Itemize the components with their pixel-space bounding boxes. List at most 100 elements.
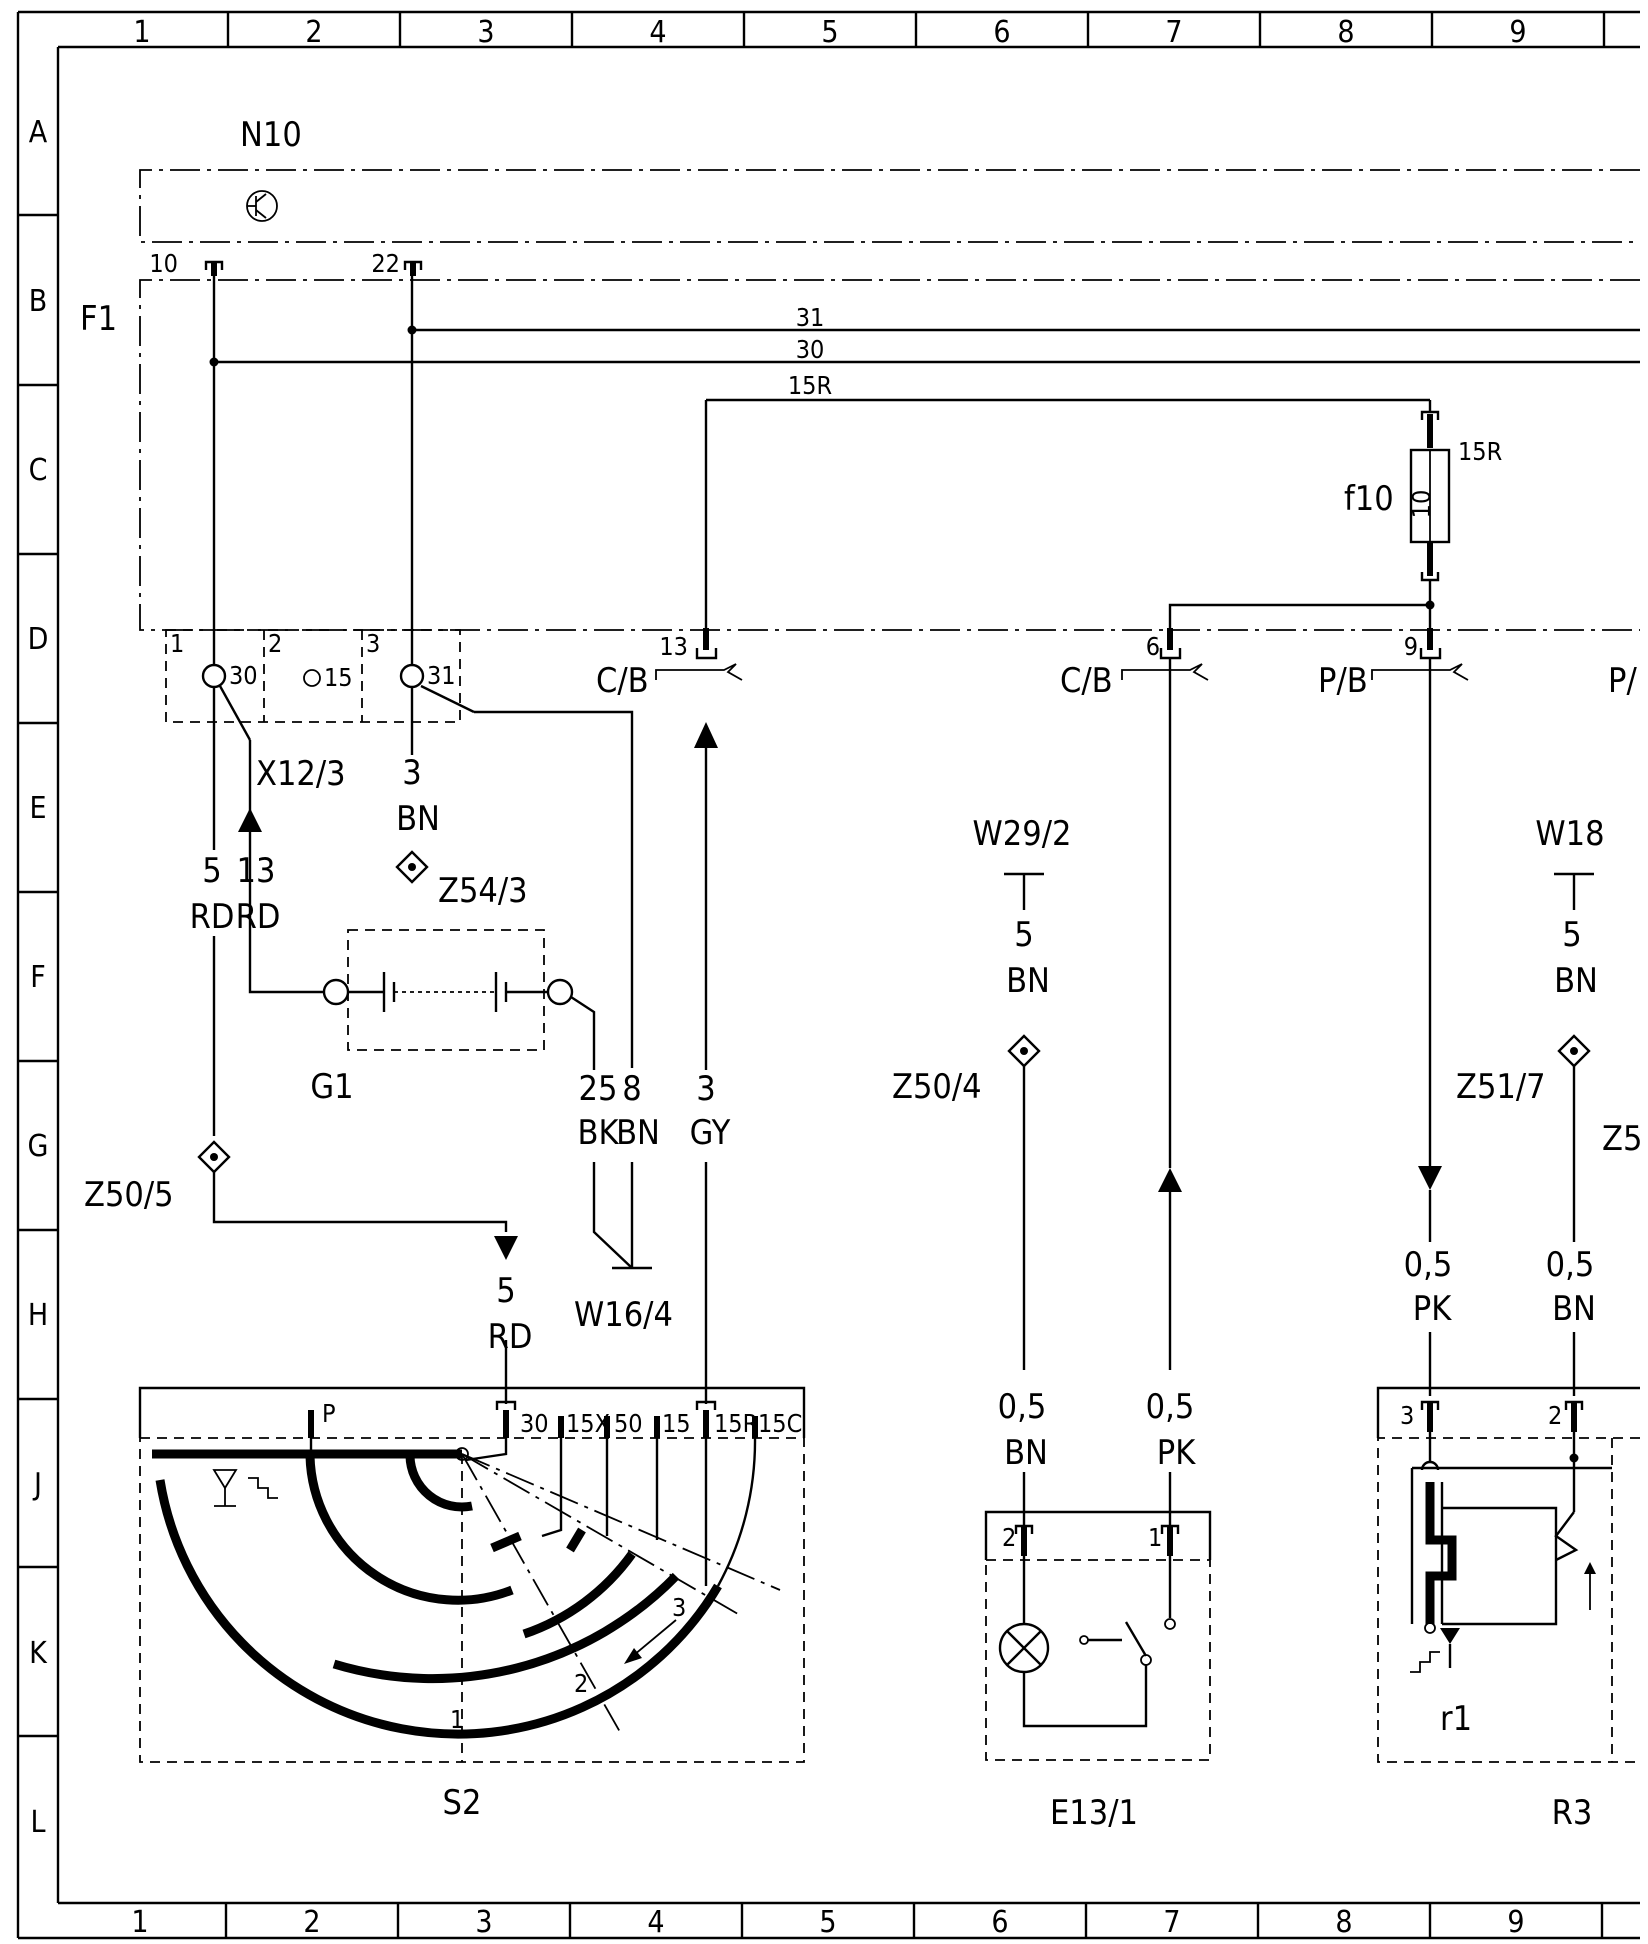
svg-text:Z54/3: Z54/3 [438,871,528,911]
svg-text:15C: 15C [758,1409,802,1438]
f1-label: F1 [80,299,117,339]
row-label: A [29,115,48,150]
svg-text:22: 22 [371,249,400,278]
n10-label: N10 [240,115,302,155]
ignition-switch-s2: P 30 15X 50 15 15R 15C [138,1386,806,1823]
svg-text:15: 15 [662,1409,691,1438]
connector-pb: P/B [1318,661,1368,701]
f10-rating: 10 [1407,490,1436,519]
bus-31-label: 31 [796,303,825,332]
transistor-icon [246,190,278,222]
pin-22: 22 [371,249,423,278]
svg-text:13: 13 [237,851,276,891]
column-labels-bottom: 1 2 3 4 5 6 7 8 9 [131,1905,1524,1940]
connector-cb-2: C/B [1060,661,1113,701]
wire-pin6-pk: 0,5 PK [1146,658,1196,1526]
lamp-icon [998,1622,1050,1674]
svg-text:BN: BN [616,1113,660,1153]
col-label: 5 [819,1905,836,1940]
wire-3gy [694,722,718,1404]
svg-text:15R: 15R [714,1409,758,1438]
svg-text:2: 2 [1002,1523,1016,1552]
svg-text:5: 5 [1562,915,1581,955]
svg-text:5: 5 [496,1271,515,1311]
z50-5-label: Z50/5 [84,1175,174,1215]
svg-text:0,5: 0,5 [1146,1387,1195,1427]
col-label: 4 [649,15,666,50]
col-label: 7 [1165,15,1182,50]
col-label: 6 [993,15,1010,50]
row-label: F [30,960,46,995]
svg-text:RD: RD [236,897,281,937]
row-label: G [28,1129,49,1164]
svg-text:30: 30 [229,661,258,690]
svg-text:W18: W18 [1535,814,1604,854]
f10-label: f10 [1344,479,1394,519]
connector-6: 6 C/B [1060,628,1209,701]
row-label: L [30,1805,45,1840]
col-label: 4 [647,1905,664,1940]
svg-text:3: 3 [672,1593,686,1622]
grid-frame [16,10,1640,1940]
svg-text:BN: BN [1554,961,1598,1001]
w29-2-branch: W29/2 5 BN Z50/4 0,5 BN [892,814,1071,1526]
svg-text:0,5: 0,5 [1546,1245,1595,1285]
svg-text:2: 2 [268,629,282,658]
g1-label: G1 [310,1067,353,1107]
pin6-pin9-wiring [1168,600,1435,640]
connector-13: 13 C/B [596,628,743,701]
svg-text:25: 25 [579,1069,618,1109]
svg-text:BN: BN [1006,961,1050,1001]
svg-text:GY: GY [690,1113,731,1153]
wire-5rd-to-s2 [197,936,518,1404]
svg-text:3: 3 [696,1069,715,1109]
col-label: 6 [991,1905,1008,1940]
col-label: 9 [1507,1905,1524,1940]
f10-15r-label: 15R [1458,437,1502,466]
svg-text:0,5: 0,5 [1404,1245,1453,1285]
svg-text:Z51/7: Z51/7 [1456,1067,1546,1107]
row-label: K [29,1636,48,1671]
row-label: E [29,791,46,826]
row-labels: A B C D E F G H J K L [28,115,49,1840]
svg-text:BN: BN [1552,1289,1596,1329]
svg-text:5: 5 [202,851,221,891]
svg-text:W29/2: W29/2 [973,814,1072,854]
svg-text:31: 31 [427,661,456,690]
r1-label: r1 [1440,1699,1472,1739]
connector-9: 9 P/B [1318,628,1469,701]
svg-text:6: 6 [1146,632,1160,661]
svg-text:3: 3 [366,629,380,658]
x12-wiring [212,684,634,1068]
col-label: 2 [303,1905,320,1940]
connector-p-partial: P/ [1608,661,1637,701]
col-label: 3 [477,15,494,50]
svg-text:PK: PK [1157,1433,1196,1473]
svg-text:15: 15 [324,663,353,692]
key-lock-icon [212,1469,278,1507]
svg-text:30: 30 [520,1409,549,1438]
svg-text:15X: 15X [566,1409,610,1438]
svg-text:RD: RD [190,897,235,937]
row-label: D [28,622,49,657]
module-n10: N10 [139,115,1640,243]
pin-10: 10 [149,249,224,278]
svg-text:0,5: 0,5 [998,1387,1047,1427]
e13-1-label: E13/1 [1050,1793,1138,1833]
col-label: 2 [305,15,322,50]
svg-text:3: 3 [402,753,421,793]
row-label: B [29,284,48,319]
svg-text:2: 2 [1548,1401,1562,1430]
svg-text:13: 13 [659,632,688,661]
svg-text:3: 3 [1400,1401,1414,1430]
svg-text:BN: BN [1004,1433,1048,1473]
svg-text:1: 1 [170,629,184,658]
wire-pin9-pk: 0,5 PK [1404,658,1453,1396]
col-label: 9 [1509,15,1526,50]
w16-4-label: W16/4 [574,1295,673,1335]
battery-g1: G1 [248,856,596,1107]
w18-branch: W18 5 BN Z51/7 Z5 0,5 BN [1456,814,1642,1396]
col-label: 8 [1335,1905,1352,1940]
connector-cb-1: C/B [596,661,649,701]
